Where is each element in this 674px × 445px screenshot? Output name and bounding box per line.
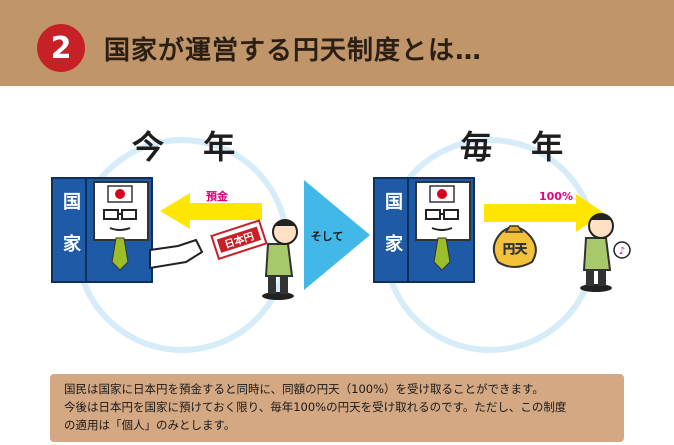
scene-this-year: 国 家 預金 日本円 bbox=[52, 140, 297, 350]
connector-label: そして bbox=[311, 230, 344, 243]
heading-every-year: 毎 年 bbox=[460, 122, 577, 168]
citizen-left: 日本円 bbox=[211, 220, 297, 300]
scene-every-year: 国 家 100% 円天 ♪ bbox=[374, 140, 630, 350]
building-label-top-left: 国 bbox=[63, 192, 81, 213]
page-title: 国家が運営する円天制度とは… bbox=[104, 30, 482, 67]
citizen-right: ♪ bbox=[580, 214, 630, 292]
money-bag-label: 円天 bbox=[503, 242, 528, 256]
note-line-2: 今後は日本円を国家に預けておく限り、毎年100%の円天を受け取れるのです。ただし… bbox=[64, 398, 610, 416]
building-label-top-right: 国 bbox=[385, 192, 403, 213]
government-building-right: 国 家 bbox=[374, 178, 474, 282]
step-number-badge: 2 bbox=[37, 24, 85, 72]
government-building-left: 国 家 bbox=[52, 178, 202, 282]
heading-this-year: 今 年 bbox=[132, 122, 249, 168]
payout-arrow-label: 100% bbox=[539, 190, 573, 203]
hand-icon bbox=[150, 240, 202, 268]
building-label-bottom-left: 家 bbox=[63, 233, 82, 255]
explanation-note: 国民は国家に日本円を預金すると同時に、同額の円天（100%）を受け取ることができ… bbox=[50, 374, 624, 442]
header-bar: 2 国家が運営する円天制度とは… bbox=[0, 0, 674, 86]
building-label-bottom-right: 家 bbox=[385, 233, 404, 255]
yen-bill-icon: 日本円 bbox=[211, 221, 266, 259]
svg-text:♪: ♪ bbox=[619, 246, 625, 257]
deposit-arrow-label: 預金 bbox=[206, 189, 229, 203]
deposit-arrow: 預金 bbox=[160, 189, 262, 229]
connector-arrow: そして bbox=[304, 180, 370, 290]
note-line-3: の適用は「個人」のみとします。 bbox=[64, 416, 610, 434]
note-line-1: 国民は国家に日本円を預金すると同時に、同額の円天（100%）を受け取ることができ… bbox=[64, 380, 610, 398]
enten-money-bag-icon: 円天 bbox=[494, 226, 536, 267]
